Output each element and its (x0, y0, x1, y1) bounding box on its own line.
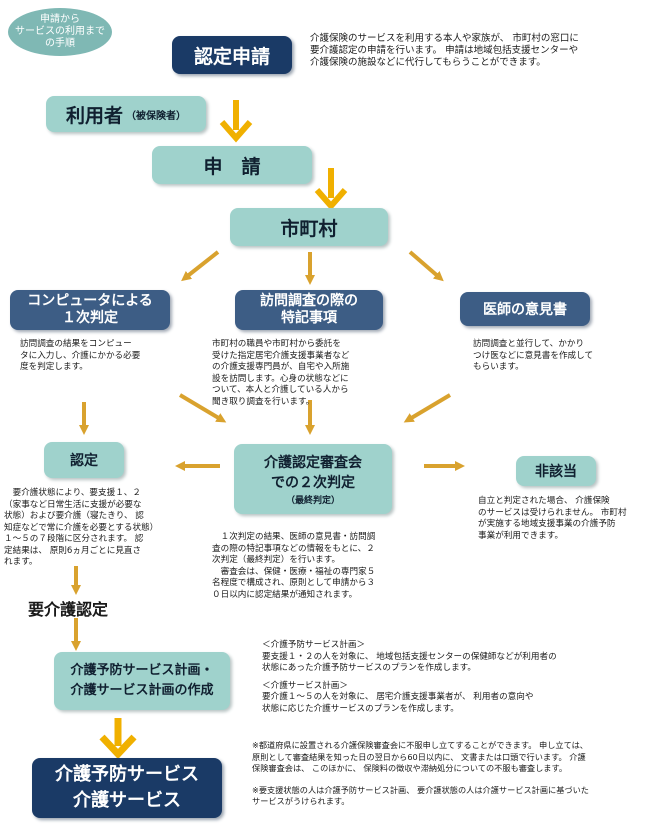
visit-survey-box: 訪問調査の際の 特記事項 (235, 290, 383, 330)
certified-box: 認定 (44, 442, 124, 478)
arrow-plan-to-final (99, 718, 137, 760)
care-plan-text: 要介護１～５の人を対象に、 居宅介護支援事業者が、 利用者の意向や 状態に応じた… (262, 692, 534, 714)
computer-judgment-box: コンピュータによる １次判定 (10, 290, 170, 330)
review-board-title: 介護認定審査会 での２次判定 (264, 454, 362, 491)
user-label: 利用者 (65, 104, 123, 127)
final-services-box: 介護予防サービス 介護サービス (32, 758, 222, 818)
care-plan-heading: ＜介護サービス計画＞ (262, 680, 348, 691)
certified-text: 要介護状態により、要支援１、２ （家事など日常生活に支援が必要な 状態）および要… (4, 488, 159, 567)
user-box: 利用者 （被保険者） (46, 96, 206, 132)
review-board-text: １次判定の結果、医師の意見書・訪問調 査の際の特記事項などの情報をもとに、２ 次… (212, 532, 376, 600)
arrow-application-to-municipality (314, 168, 348, 211)
arrow-municipality-branches (181, 250, 444, 285)
arrow-user-to-application (219, 100, 253, 143)
care-plan-box: 介護予防サービス計画・ 介護サービス計画の作成 (54, 652, 230, 710)
visit-survey-text: 市町村の職員や市町村から委託を 受けた指定居宅介護支援事業者など の介護支援専門… (212, 339, 350, 407)
doctor-opinion-box: 医師の意見書 (460, 292, 590, 326)
doctor-opinion-text: 訪問調査と並行して、かかり つけ医などに意見書を作成して もらいます。 (473, 339, 594, 372)
header-description: 介護保険のサービスを利用する本人や家族が、 市町村の窓口に 要介護認定の申請を行… (310, 33, 579, 68)
certification-application-title: 認定申請 (172, 36, 292, 74)
prevention-plan-heading: ＜介護予防サービス計画＞ (262, 640, 366, 650)
review-board-sublabel: （最終判定） (285, 495, 340, 506)
footnote-services: ※要支援状態の人は介護予防サービス計画、 要介護状態の人は介護サービス計画に基づ… (252, 784, 589, 807)
footnote-appeal: ※都道府県に設置される介護保険審査会に不服申し立てすることができます。 申し立て… (252, 740, 588, 773)
procedure-badge: 申請から サービスの利用まで の手順 (8, 8, 112, 56)
not-applicable-box: 非該当 (516, 456, 596, 486)
computer-judgment-text: 訪問調査の結果をコンピュー タに入力し、介護にかかる必要 度を判定します。 (20, 339, 141, 372)
footnotes: ※都道府県に設置される介護保険審査会に不服申し立てすることができます。 申し立て… (252, 740, 657, 808)
application-box: 申 請 (152, 146, 312, 184)
care-certification-label: 要介護認定 (28, 600, 109, 619)
municipality-box: 市町村 (230, 208, 388, 246)
prevention-plan-text: 要支援１・２の人を対象に、 地域包括支援センターの保健師などが利用者の 状態にあ… (262, 651, 557, 674)
care-plan-details: ＜介護予防サービス計画＞ 要支援１・２の人を対象に、 地域包括支援センターの保健… (262, 640, 657, 715)
not-applicable-text: 自立と判定された場合、 介護保険 のサービスは受けられません。 市町村 が実施す… (478, 496, 627, 541)
arrow-to-review (178, 393, 452, 435)
user-sublabel: （被保険者） (126, 110, 186, 122)
review-board-box: 介護認定審査会 での２次判定 （最終判定） (234, 444, 392, 514)
